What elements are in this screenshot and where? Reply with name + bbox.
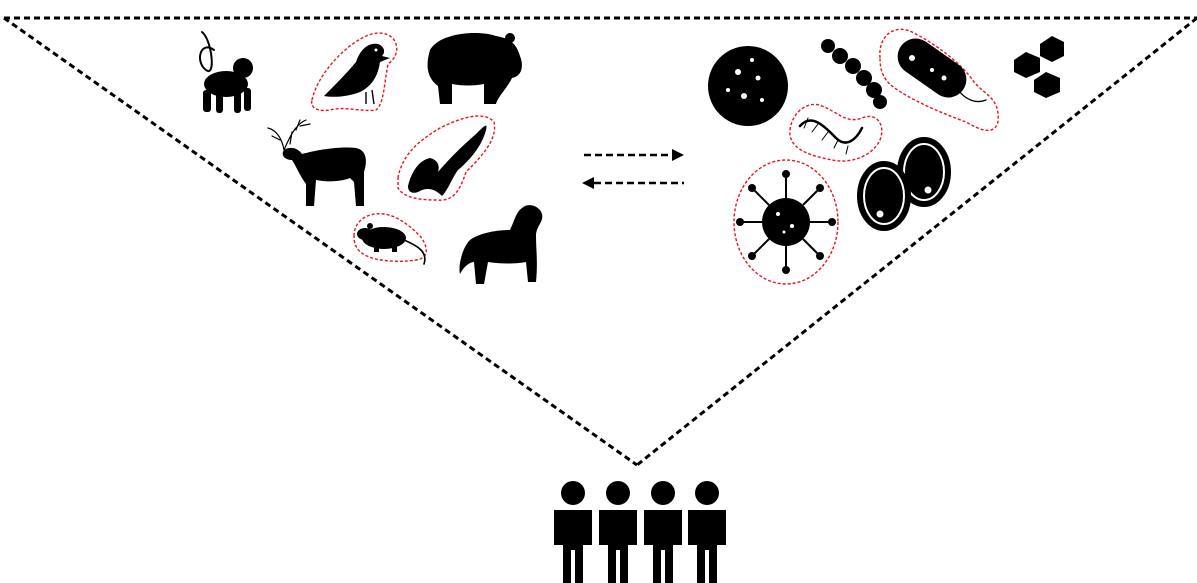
coronavirus-icon	[733, 159, 839, 285]
arrow-right-icon	[584, 149, 684, 161]
spiky-virus-icon	[708, 46, 788, 126]
rod-bacterium-icon	[879, 28, 999, 131]
bear-icon	[427, 32, 522, 104]
person-icon	[644, 481, 682, 583]
arrow-left-icon	[582, 177, 684, 189]
fungal-spores-icon	[857, 137, 951, 231]
person-icon	[688, 481, 726, 583]
animal-hosts-group	[199, 31, 543, 284]
dog-icon	[459, 205, 543, 284]
funnel-triangle	[3, 16, 1197, 467]
monkey-icon	[199, 31, 253, 113]
bat-icon	[397, 115, 496, 201]
person-icon	[599, 481, 637, 583]
chain-bacteria-icon	[821, 39, 887, 109]
person-icon	[554, 481, 592, 583]
polyhedral-virus-icon	[1014, 36, 1064, 98]
deer-icon	[267, 119, 366, 206]
rat-icon	[353, 213, 427, 265]
bird-icon	[311, 32, 398, 112]
pathogens-group	[708, 28, 1064, 285]
exchange-arrows	[582, 149, 684, 189]
worm-parasite-icon	[789, 103, 883, 162]
people-group-icon	[554, 481, 726, 583]
